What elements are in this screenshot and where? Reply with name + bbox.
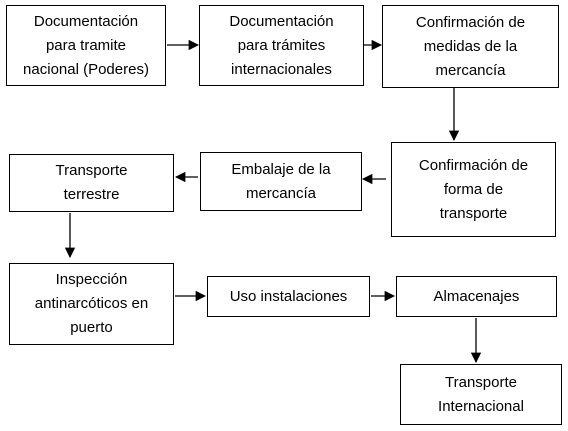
node-label: Almacenajes (433, 287, 520, 305)
node-label: Embalaje de la mercancía (231, 160, 331, 202)
node-label: Confirmación de forma de transporte (418, 156, 529, 222)
node-confirmacion-medidas: Confirmación de medidas de la mercancía (382, 5, 559, 88)
node-label: Inspección antinarcóticos en puerto (34, 271, 149, 336)
node-label: Documentación para trámites internaciona… (229, 12, 334, 78)
node-embalaje: Embalaje de la mercancía (200, 152, 362, 211)
node-transporte-terrestre: Transporte terrestre (9, 154, 174, 212)
node-documentacion-nacional: Documentación para tramite nacional (Pod… (6, 5, 166, 86)
node-label: Transporte Internacional (438, 373, 524, 415)
node-label: Confirmación de medidas de la mercancía (415, 13, 526, 79)
node-uso-instalaciones: Uso instalaciones (207, 276, 370, 317)
node-transporte-internacional: Transporte Internacional (400, 364, 562, 425)
node-almacenajes: Almacenajes (396, 276, 557, 317)
node-confirmacion-transporte: Confirmación de forma de transporte (391, 142, 556, 237)
node-label: Transporte terrestre (55, 162, 128, 203)
node-inspeccion-antinarcoticos: Inspección antinarcóticos en puerto (9, 263, 174, 345)
node-documentacion-internacional: Documentación para trámites internaciona… (199, 5, 364, 86)
node-label: Uso instalaciones (229, 287, 348, 305)
node-label: Documentación para tramite nacional (Pod… (23, 12, 149, 78)
